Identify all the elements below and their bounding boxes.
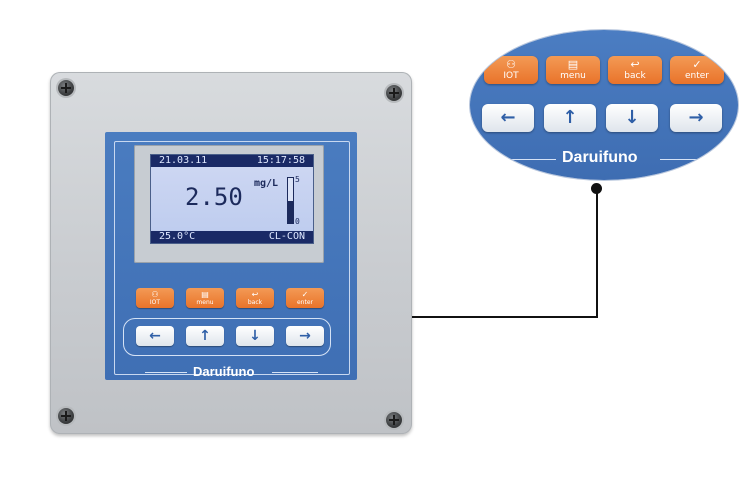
- lcd-reading: 2.50: [185, 183, 243, 211]
- screw-icon: [386, 412, 402, 428]
- iot-icon: ⚇: [506, 58, 516, 71]
- arrow-right-button[interactable]: →: [286, 326, 324, 346]
- zoom-enter-button[interactable]: ✓ enter: [670, 56, 724, 84]
- lcd-range-min: 0: [295, 217, 300, 226]
- zoom-menu-button[interactable]: ▤ menu: [546, 56, 600, 84]
- lcd-unit: mg/L: [254, 178, 279, 189]
- screw-icon: [58, 408, 74, 424]
- lcd-mode: CL-CON: [268, 231, 305, 242]
- lcd-status-bar: 21.03.11 15:17:58: [151, 155, 313, 167]
- brand-divider: [510, 159, 556, 160]
- brand-divider: [145, 372, 187, 373]
- screw-icon: [386, 85, 402, 101]
- arrow-down-button[interactable]: ↓: [236, 326, 274, 346]
- check-icon: ✓: [692, 58, 702, 71]
- zoom-back-button[interactable]: ↩ back: [608, 56, 662, 84]
- brand-divider: [660, 159, 710, 160]
- panel-border: [114, 141, 350, 375]
- menu-icon: ▤: [567, 58, 579, 71]
- zoom-iot-button[interactable]: ⚇ IOT: [484, 56, 538, 84]
- brand-logo-text: Daruifuno: [193, 364, 255, 379]
- zoom-view: ⚇ IOT ▤ menu ↩ back ✓ enter ← ↑ ↓ → Daru…: [470, 30, 738, 180]
- lcd-range-bar: [287, 177, 294, 224]
- back-button[interactable]: ↩ back: [236, 288, 274, 308]
- menu-button[interactable]: ▤ menu: [186, 288, 224, 308]
- zoom-brand-logo-text: Daruifuno: [562, 149, 638, 166]
- zoom-arrow-down-button[interactable]: ↓: [606, 104, 658, 132]
- menu-icon: ▤: [201, 290, 209, 299]
- lcd-range-max: 5: [295, 175, 300, 184]
- screw-icon: [58, 80, 74, 96]
- lcd-temperature: 25.0°C: [159, 231, 196, 242]
- lcd-date: 21.03.11: [159, 155, 208, 166]
- brand-divider: [272, 372, 318, 373]
- zoom-arrow-left-button[interactable]: ←: [482, 104, 534, 132]
- iot-icon: ⚇: [151, 290, 159, 299]
- back-icon: ↩: [630, 58, 640, 71]
- lcd-range-bar-fill: [288, 200, 293, 223]
- zoom-arrow-right-button[interactable]: →: [670, 104, 722, 132]
- enter-button[interactable]: ✓ enter: [286, 288, 324, 308]
- arrow-key-frame: [123, 318, 331, 356]
- callout-line: [596, 188, 598, 318]
- zoom-arrow-up-button[interactable]: ↑: [544, 104, 596, 132]
- lcd-display: 21.03.11 15:17:58 2.50 mg/L 5 0 25.0°C C…: [150, 154, 314, 244]
- callout-line: [412, 316, 598, 318]
- lcd-footer-bar: 25.0°C CL-CON: [151, 231, 313, 243]
- lcd-time: 15:17:58: [256, 155, 305, 166]
- back-icon: ↩: [251, 290, 259, 299]
- iot-button[interactable]: ⚇ IOT: [136, 288, 174, 308]
- arrow-left-button[interactable]: ←: [136, 326, 174, 346]
- check-icon: ✓: [301, 290, 309, 299]
- callout-dot: [591, 183, 602, 194]
- arrow-up-button[interactable]: ↑: [186, 326, 224, 346]
